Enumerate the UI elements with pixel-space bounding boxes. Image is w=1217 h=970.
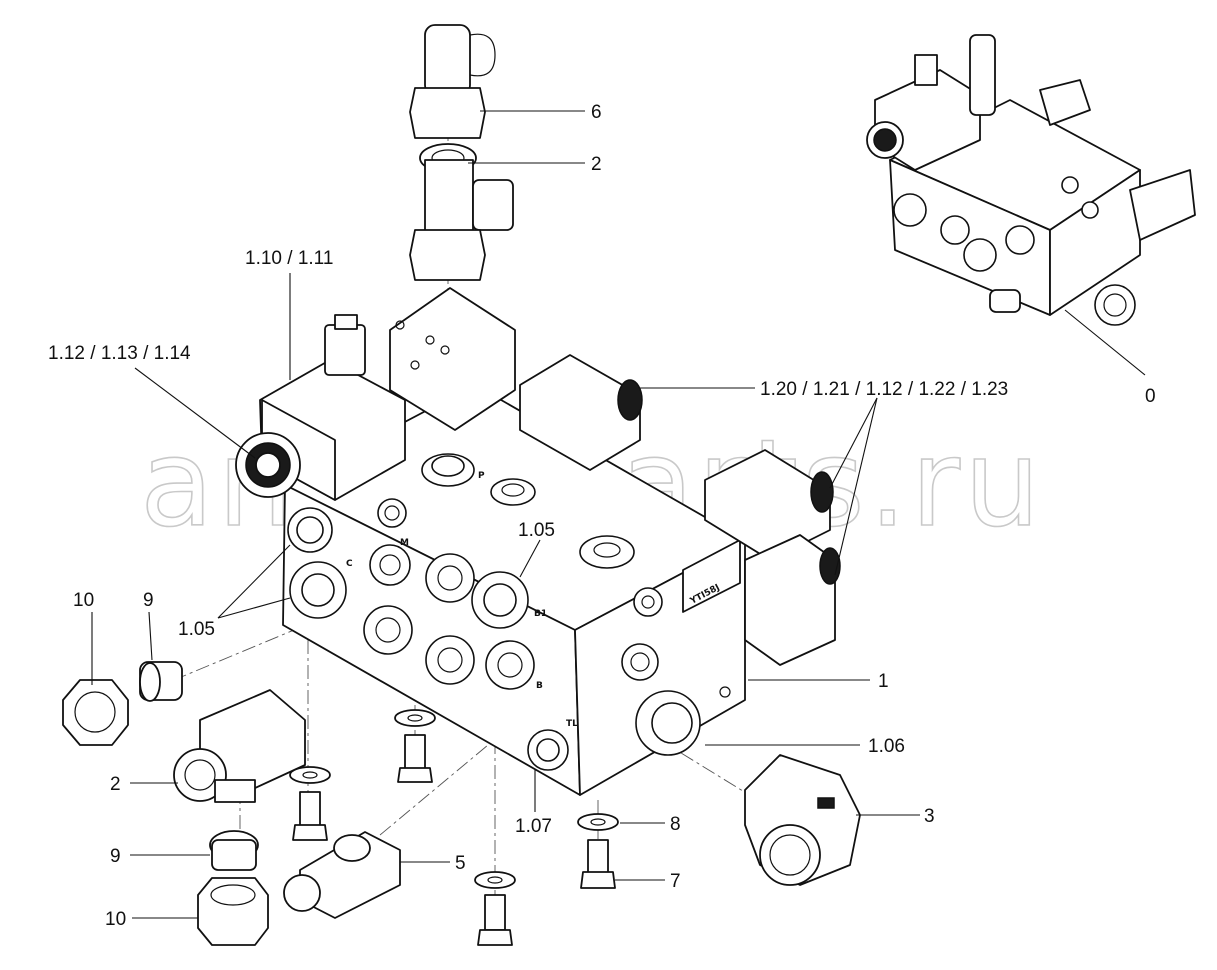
- callout-8: 8: [670, 814, 681, 835]
- callout-3: 3: [924, 806, 935, 827]
- callout-1-06: 1.06: [868, 736, 905, 757]
- callout-10-lower: 10: [105, 909, 126, 930]
- plug-fitting-icon: [139, 661, 183, 702]
- port-mark-p: P: [478, 471, 485, 481]
- callout-9-lower: 9: [110, 846, 121, 867]
- port-mark-b: B: [536, 681, 543, 691]
- callout-1-05-top: 1.05: [518, 520, 555, 541]
- solenoid-icon: [235, 287, 516, 501]
- hex-nut-icon: [62, 679, 129, 746]
- callout-2-top: 2: [591, 154, 602, 175]
- union-nut-icon: [744, 754, 861, 886]
- callout-10-top: 10: [73, 590, 94, 611]
- leader-lines: [91, 110, 1146, 919]
- callout-7: 7: [670, 871, 681, 892]
- callout-0: 0: [1145, 386, 1156, 407]
- tee-fitting-icon: [409, 143, 514, 281]
- port-mark-m: M: [400, 538, 409, 548]
- callout-1-07: 1.07: [515, 816, 552, 837]
- hex-nut-lower-icon: [197, 877, 269, 946]
- elbow-fitting-icon: [173, 689, 306, 803]
- port-mark-tl: TL: [566, 719, 578, 729]
- port-mark-c: C: [346, 559, 353, 569]
- pressure-sensor-icon: [409, 24, 496, 139]
- bolt-icon: [289, 709, 619, 946]
- callout-1: 1: [878, 671, 889, 692]
- callout-labels: 6 2 1.10 / 1.11 1.12 / 1.13 / 1.14 1.20 …: [48, 102, 1156, 930]
- callout-2-left: 2: [110, 774, 121, 795]
- callout-5: 5: [455, 853, 466, 874]
- cartridge-valve-icon: [519, 354, 841, 666]
- banjo-fitting-icon: [283, 831, 401, 919]
- callout-1-12: 1.12 / 1.13 / 1.14: [48, 343, 191, 364]
- callout-1-10: 1.10 / 1.11: [245, 248, 333, 269]
- port-mark-b1: B1: [534, 609, 547, 619]
- adapter-icon: [209, 830, 259, 871]
- callout-6: 6: [591, 102, 602, 123]
- callout-1-20: 1.20 / 1.21 / 1.12 / 1.22 / 1.23: [760, 379, 1008, 400]
- callout-9-top: 9: [143, 590, 154, 611]
- assembled-view-icon: [866, 34, 1196, 326]
- callout-1-05-left: 1.05: [178, 619, 215, 640]
